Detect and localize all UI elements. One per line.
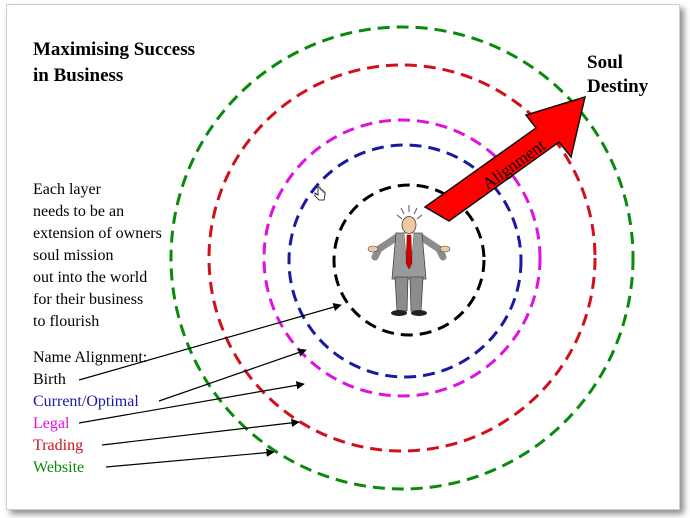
ring-current xyxy=(287,143,523,379)
ring-legal xyxy=(262,118,542,398)
soul-destiny-label: Soul Destiny xyxy=(587,51,677,99)
slide: Maximising Success in Business Soul Dest… xyxy=(6,4,680,510)
desc-line: to flourish xyxy=(33,313,100,330)
pointer-birth xyxy=(78,303,342,381)
legend-item-legal: Legal xyxy=(33,415,70,432)
legend-item-website: Website xyxy=(33,459,85,476)
page-title: Maximising Success in Business xyxy=(33,37,263,89)
desc-line: Each layer xyxy=(33,181,101,198)
desc-line: extension of owners xyxy=(33,225,162,242)
pointer-trading xyxy=(101,418,300,446)
pointer-legal xyxy=(78,381,305,424)
diagram-canvas xyxy=(78,25,635,491)
layer-description: Each layer needs to be an extension of o… xyxy=(33,179,203,333)
destination-line-2: Destiny xyxy=(587,76,649,97)
businessman-figure-icon xyxy=(367,205,451,316)
desc-line: soul mission xyxy=(33,247,114,264)
desc-line: out into the world xyxy=(33,269,148,286)
hand-cursor-icon xyxy=(314,186,326,201)
desc-line: needs to be an xyxy=(33,203,125,220)
legend-item-current: Current/Optimal xyxy=(33,393,139,410)
title-line-1: Maximising Success xyxy=(33,39,196,60)
desc-line: for their business xyxy=(33,291,144,308)
title-line-2: in Business xyxy=(33,65,124,86)
legend-item-birth: Birth xyxy=(33,371,66,388)
pointer-website xyxy=(105,448,275,468)
pointer-current xyxy=(158,348,307,402)
ring-website xyxy=(169,25,635,491)
alignment-arrow xyxy=(423,95,587,222)
legend-heading: Name Alignment: xyxy=(33,349,148,366)
ring-trading xyxy=(207,63,597,453)
destination-line-1: Soul xyxy=(587,52,623,73)
legend-item-trading: Trading xyxy=(33,437,84,454)
ring-birth xyxy=(332,183,486,337)
